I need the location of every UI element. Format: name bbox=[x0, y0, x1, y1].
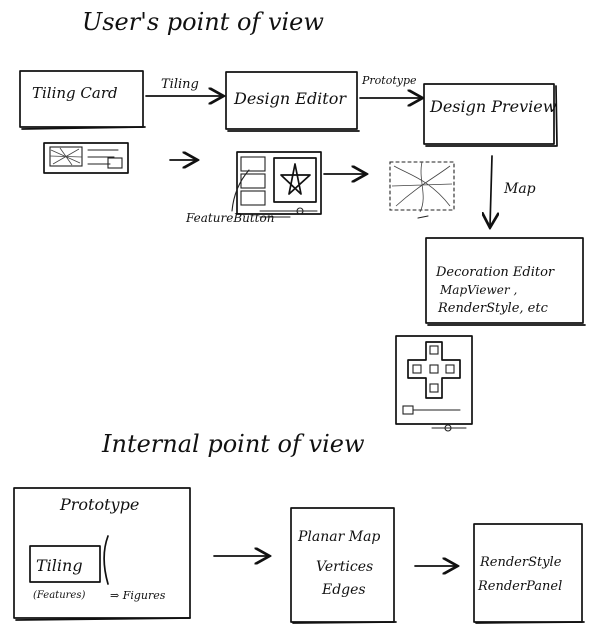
planar-map-label: Planar Map bbox=[297, 529, 380, 545]
tiling-arrow-label: Tiling bbox=[161, 77, 199, 92]
tiling-inner-label: Tiling bbox=[36, 556, 83, 575]
vertices-label: Vertices bbox=[316, 559, 373, 575]
prototype-box-title: Prototype bbox=[59, 495, 139, 514]
tiling-card-box: Tiling Card bbox=[19, 70, 146, 130]
render-style-label: RenderStyle bbox=[479, 555, 562, 570]
tiling-arrow: Tiling bbox=[145, 77, 222, 96]
render-style-box: RenderStyle RenderPanel bbox=[473, 523, 585, 624]
map-arrow-label: Map bbox=[503, 181, 536, 197]
decoration-editor-box: Decoration Editor MapViewer , RenderStyl… bbox=[425, 237, 586, 326]
internal-view-title: Internal point of view bbox=[101, 430, 365, 458]
prototype-arrow: Prototype bbox=[359, 74, 421, 98]
user-view-title: User's point of view bbox=[82, 8, 324, 36]
feature-button-annotation: FeatureButton bbox=[185, 169, 274, 225]
feature-button-label: FeatureButton bbox=[185, 211, 274, 225]
decoration-editor-thumbnail bbox=[395, 335, 473, 432]
design-editor-label: Design Editor bbox=[233, 89, 347, 108]
decoration-editor-line1: Decoration Editor bbox=[435, 265, 555, 280]
design-editor-box: Design Editor bbox=[225, 71, 360, 132]
tiling-card-label: Tiling Card bbox=[32, 84, 118, 102]
figures-label: ⇒ Figures bbox=[110, 589, 166, 602]
map-arrow: Map bbox=[490, 155, 536, 226]
edges-label: Edges bbox=[321, 582, 366, 598]
planar-map-box: Planar Map Vertices Edges bbox=[290, 507, 397, 624]
decoration-editor-line3: RenderStyle, etc bbox=[437, 301, 549, 316]
design-preview-label: Design Preview bbox=[429, 97, 557, 116]
tiling-card-thumbnail bbox=[43, 142, 129, 174]
design-preview-thumbnail bbox=[389, 161, 455, 219]
prototype-arrow-label: Prototype bbox=[361, 74, 417, 87]
decoration-editor-line2: MapViewer , bbox=[439, 283, 517, 297]
design-preview-box: Design Preview bbox=[423, 83, 558, 147]
render-panel-label: RenderPanel bbox=[477, 579, 562, 594]
features-label: (Features) bbox=[33, 590, 85, 601]
prototype-box: Prototype Tiling (Features) ⇒ Figures bbox=[13, 487, 191, 621]
design-editor-thumbnail bbox=[236, 151, 322, 218]
